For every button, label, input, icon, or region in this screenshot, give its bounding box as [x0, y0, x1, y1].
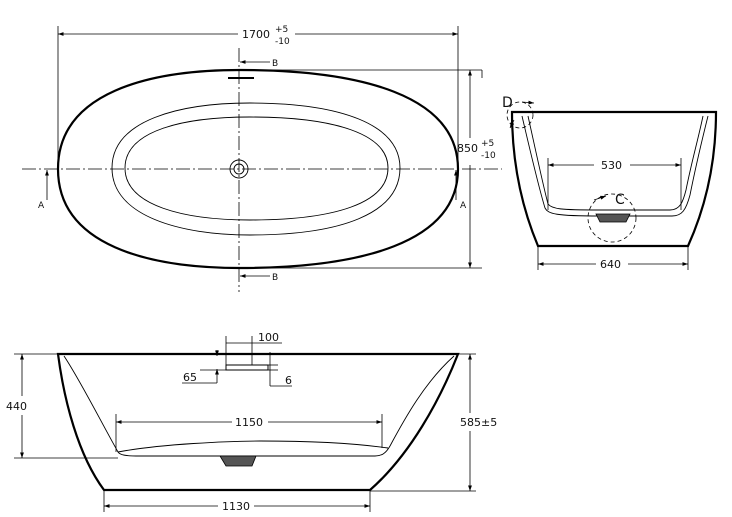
width-tol-minus: -10	[481, 151, 496, 161]
overflow-offset-dim-label: 100	[258, 331, 279, 344]
detail-d-label: D	[502, 95, 513, 111]
side-view-drain	[595, 213, 631, 223]
section-b-bottom-label: B	[272, 273, 278, 283]
top-view-basin	[124, 116, 389, 221]
base-width-dim-label: 640	[600, 258, 621, 271]
top-view-inner-rim	[111, 102, 401, 236]
section-a-left-label: A	[38, 201, 45, 211]
section-a-right-label: A	[460, 201, 467, 211]
overflow-height-dim-label: 65	[183, 371, 197, 384]
front-view-drain	[219, 455, 257, 467]
length-tol-minus: -10	[275, 37, 290, 47]
detail-d-circle	[506, 101, 534, 129]
side-view-inner-basin-2	[527, 115, 704, 211]
height-dim-label: 585±5	[460, 416, 497, 429]
front-view-inner-basin	[63, 355, 455, 457]
width-dim-label: 850	[457, 142, 478, 155]
detail-d-arrow	[521, 100, 535, 105]
depth-dim-label: 440	[6, 400, 27, 413]
length-dim-label: 1700	[242, 28, 270, 41]
length-tol-plus: +5	[275, 25, 288, 35]
inner-width-dim-label: 530	[601, 159, 622, 172]
detail-c-circle	[587, 193, 637, 243]
detail-c-arrow	[593, 195, 607, 201]
detail-d-arrow-2	[509, 119, 515, 129]
inner-length-dim-label: 1150	[235, 416, 263, 429]
width-tol-plus: +5	[481, 139, 494, 149]
side-view-outer-shell	[510, 110, 718, 248]
base-length-dim-label: 1130	[222, 500, 250, 513]
overflow-size-dim-label: 6	[285, 374, 292, 387]
side-view: C D 530 640	[502, 95, 718, 271]
front-view-basin-floor	[117, 440, 389, 453]
front-view: 100 65 6 440 1150 585±5	[6, 331, 497, 513]
detail-c-label: C	[615, 192, 625, 208]
front-view-overflow	[225, 364, 269, 371]
section-b-top-label: B	[272, 59, 278, 69]
top-view: 1700 +5 -10 850 +5 -10 A A B B	[22, 25, 502, 292]
